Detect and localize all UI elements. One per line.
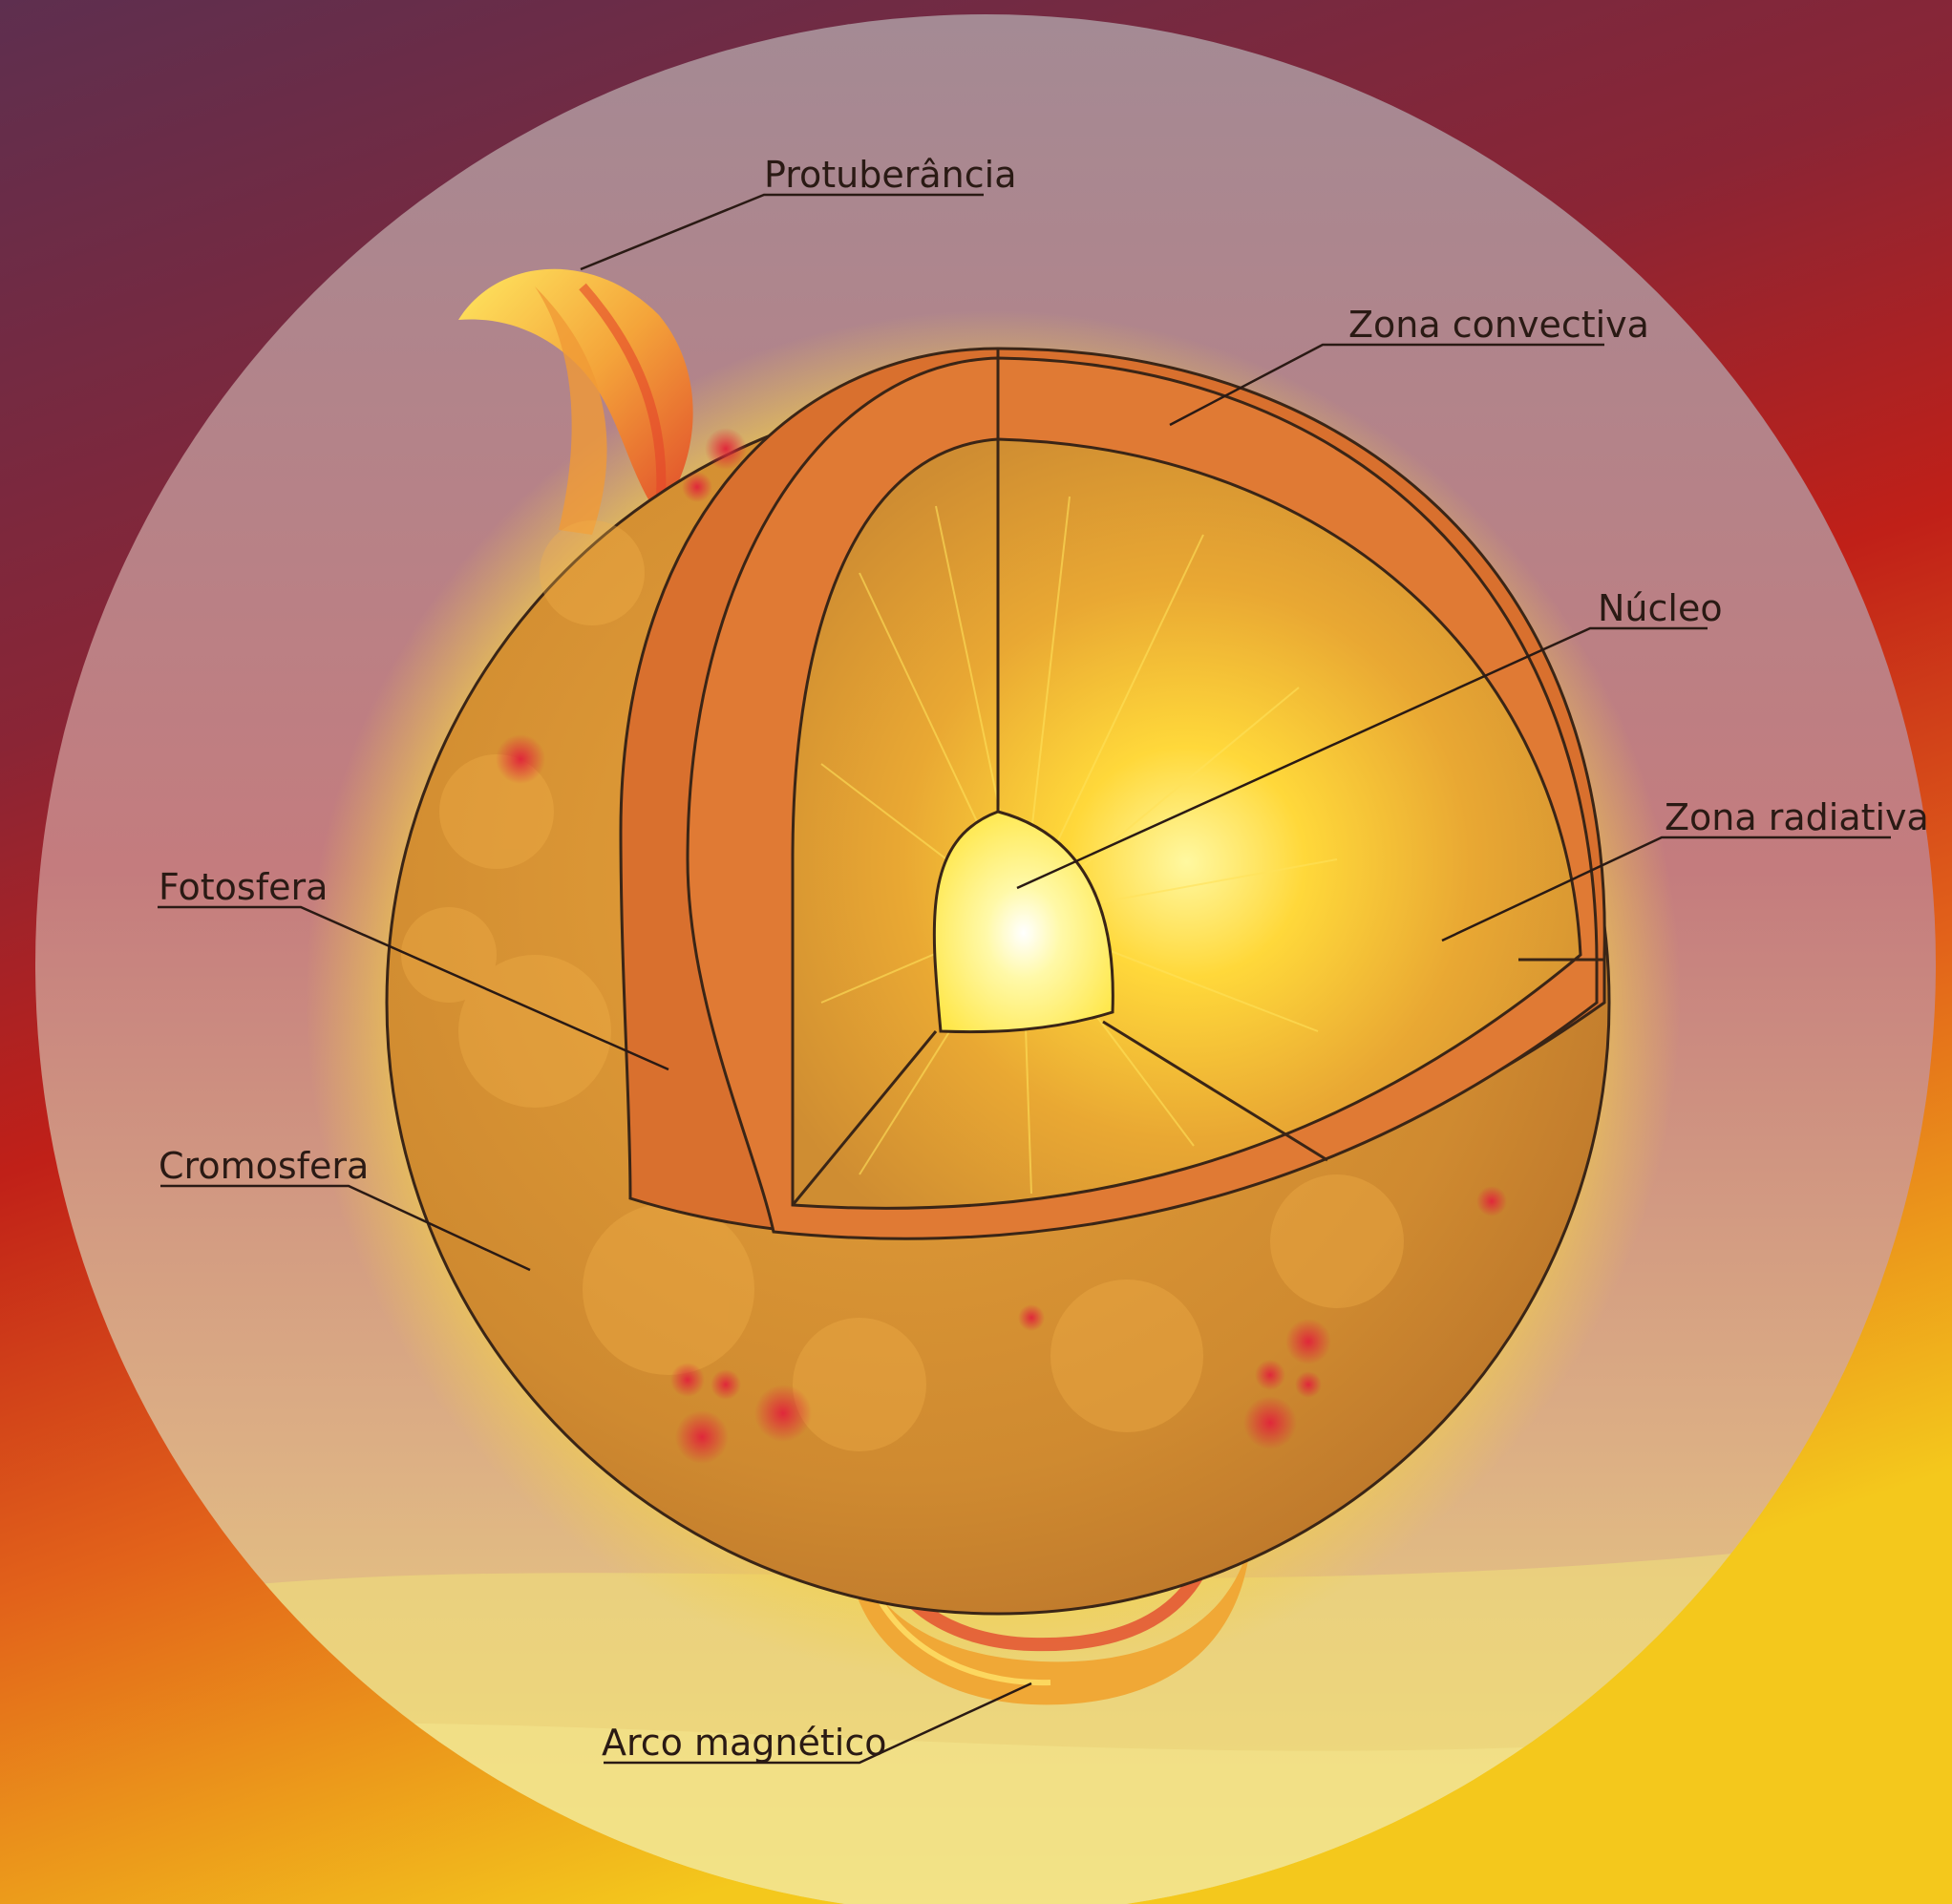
label-protuberancia: Protuberância xyxy=(764,154,1017,196)
label-zona-radiativa: Zona radiativa xyxy=(1665,796,1929,838)
label-fotosfera: Fotosfera xyxy=(159,866,328,908)
label-cromosfera: Cromosfera xyxy=(159,1145,369,1187)
label-arco-magnetico: Arco magnético xyxy=(602,1722,887,1764)
label-nucleo: Núcleo xyxy=(1598,587,1723,629)
label-zona-convectiva: Zona convectiva xyxy=(1348,304,1649,346)
